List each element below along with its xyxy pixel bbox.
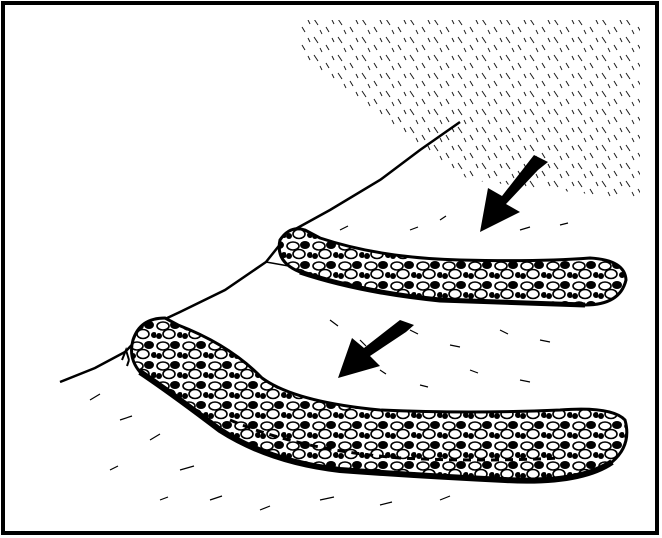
illustration-frame [0,0,662,538]
slope-sketch [0,0,662,538]
